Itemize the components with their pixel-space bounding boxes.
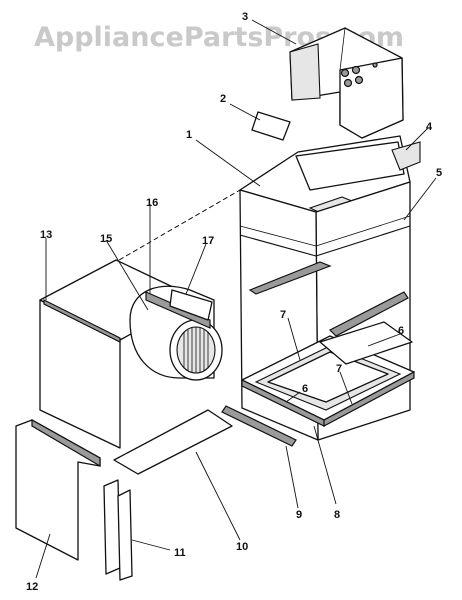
part-9-rail [221,405,297,447]
part-12-door-panel [15,418,101,561]
part-15-blower-assembly [129,285,223,381]
part-11-side-strips [103,479,133,581]
callout-6b: 6 [302,383,308,395]
callout-12: 12 [26,581,38,593]
callout-15: 15 [100,233,112,245]
callout-11: 11 [174,547,186,559]
leader-lines [35,19,437,579]
callout-3: 3 [242,11,248,23]
callout-4: 4 [426,121,433,133]
filter-frames [241,321,415,427]
callout-16: 16 [146,197,158,209]
callout-2: 2 [220,93,226,105]
callout-6a: 6 [398,325,404,337]
callout-labels: 3 2 1 4 5 16 13 15 17 7 6 7 6 9 8 10 11 … [26,11,442,593]
callout-7b: 7 [336,363,342,375]
callout-13: 13 [40,229,52,241]
part-10-plate [113,409,233,475]
callout-1: 1 [186,129,192,141]
callout-7a: 7 [280,309,286,321]
callout-17: 17 [202,235,214,247]
callout-8: 8 [334,509,340,521]
callout-9: 9 [296,509,302,521]
part-3-control-box [289,27,404,139]
part-2-plate [251,111,291,141]
part-13-side-panel [39,259,197,449]
callout-5: 5 [436,167,442,179]
callout-10: 10 [236,541,248,553]
